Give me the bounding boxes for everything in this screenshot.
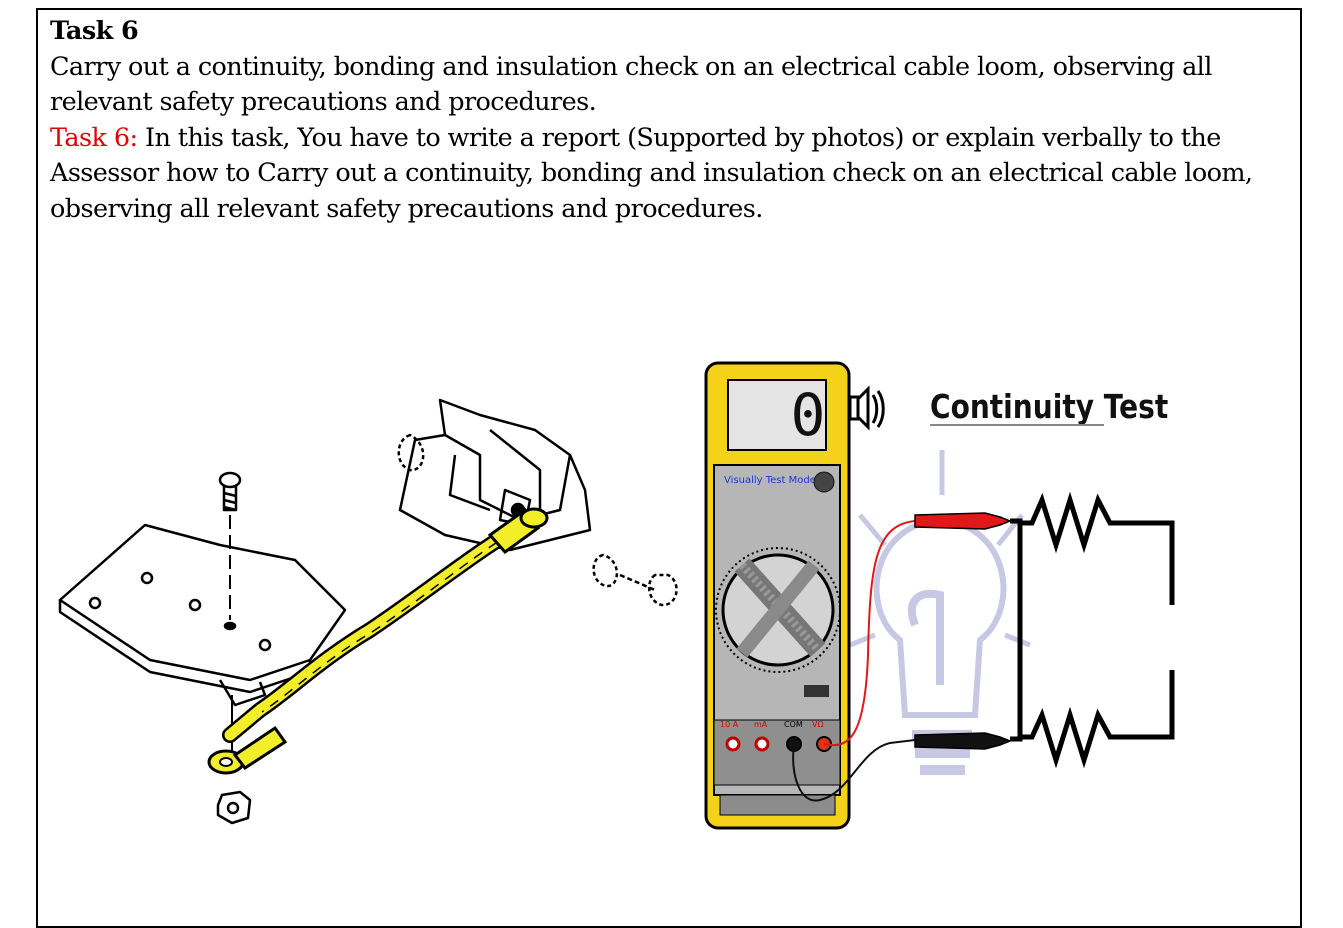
bonding-strap-illustration (58, 398, 678, 825)
continuity-test-illustration: 0 Visually Test Mode 10 A mA COM VΩ Cont… (704, 361, 1175, 830)
task-description: Carry out a continuity, bonding and insu… (50, 51, 1212, 118)
screw (218, 471, 242, 512)
bracket (398, 398, 592, 552)
bonding-cable (224, 516, 536, 741)
continuity-test-title: Continuity Test (930, 389, 1168, 427)
test-circuit (1010, 491, 1175, 769)
svg-text:10 A: 10 A (720, 720, 739, 729)
jack-labels: 10 A mA COM VΩ (720, 720, 824, 729)
test-mode-label: Visually Test Mode (724, 475, 816, 486)
black-probe (914, 732, 1013, 750)
speaker-icon (848, 385, 885, 431)
svg-text:VΩ: VΩ (812, 720, 824, 729)
red-lead (823, 520, 935, 747)
mounting-plate (58, 523, 347, 682)
bulb-icon (849, 450, 1031, 775)
red-probe (914, 512, 1013, 530)
svg-text:COM: COM (784, 720, 803, 729)
task-instruction-text: In this task, You have to write a report… (50, 122, 1253, 224)
lower-nut (216, 790, 252, 825)
task-heading: Task 6 (50, 16, 139, 46)
display-digit: 0 (791, 381, 826, 449)
task-instruction: Task 6: In this task, You have to write … (50, 121, 1300, 228)
multimeter-display (727, 379, 827, 451)
black-lead (792, 739, 916, 802)
upper-lug (519, 507, 549, 529)
svg-text:mA: mA (754, 720, 768, 729)
task-instruction-label: Task 6: (50, 122, 138, 153)
task-text-block: Task 6 Carry out a continuity, bonding a… (50, 14, 1300, 227)
